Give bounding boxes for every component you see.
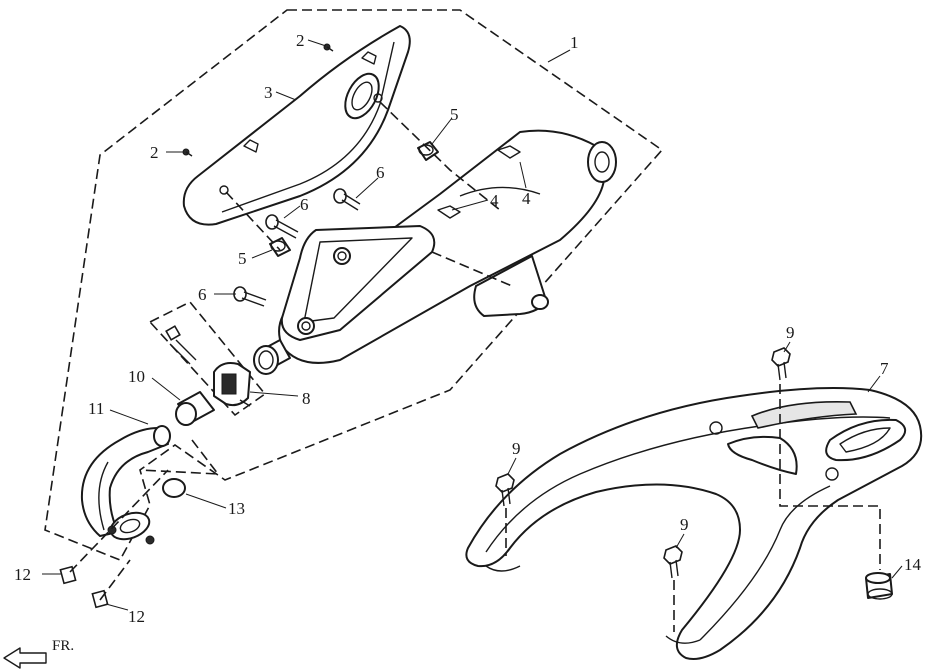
carrier-spacer	[865, 572, 893, 600]
callout-9-front: 9	[680, 515, 689, 534]
alignment-line-pipe	[69, 469, 169, 601]
bolt-lower	[233, 286, 267, 307]
callout-12-lower: 12	[128, 607, 145, 626]
mounting-tab-upper	[497, 145, 521, 159]
callout-9-left: 9	[512, 439, 521, 458]
o-ring	[162, 478, 186, 498]
callout-6-lower: 6	[198, 285, 207, 304]
rear-carrier	[465, 387, 923, 660]
callout-4-upper: 4	[522, 189, 531, 208]
front-direction-indicator: FR.	[3, 638, 74, 669]
exhaust-clamp	[213, 362, 251, 407]
clamp-bolt	[165, 325, 197, 365]
bolt-middle	[265, 214, 299, 239]
callout-2-upper: 2	[296, 31, 305, 50]
screw-lower	[182, 148, 193, 157]
collar-upper	[417, 141, 439, 161]
alignment-line-muffler	[225, 101, 513, 287]
clamp-subassembly-boundary	[148, 300, 267, 417]
callout-10: 10	[128, 367, 145, 386]
callout-3: 3	[264, 83, 273, 102]
heat-shield	[182, 25, 411, 226]
callout-1: 1	[570, 33, 579, 52]
callout-11: 11	[88, 399, 104, 418]
callout-8: 8	[302, 389, 311, 408]
leader-lines	[42, 39, 903, 611]
callout-4-lower: 4	[490, 191, 499, 210]
front-label: FR.	[52, 638, 74, 654]
screw-upper	[323, 43, 334, 52]
front-arrow-icon	[3, 647, 47, 669]
callout-14: 14	[904, 555, 922, 574]
mounting-tab-lower	[437, 205, 461, 219]
carrier-bolt-rear	[771, 347, 791, 381]
callout-7: 7	[880, 359, 889, 378]
exhaust-pipe	[80, 425, 171, 537]
callout-12-upper: 12	[14, 565, 31, 584]
muffler-assembly-boundary	[44, 9, 664, 562]
bolt-upper	[333, 188, 361, 211]
callout-6-upper: 6	[376, 163, 385, 182]
muffler-body	[253, 129, 617, 375]
carrier-bolt-front	[663, 545, 683, 579]
callout-13: 13	[228, 499, 245, 518]
gasket-sleeve	[175, 391, 215, 426]
callout-5-upper: 5	[450, 105, 459, 124]
callout-5-lower: 5	[238, 249, 247, 268]
exhaust-flange	[107, 511, 155, 545]
callout-9-rear: 9	[786, 323, 795, 342]
alignment-line-clamp	[139, 439, 220, 475]
callout-2-lower: 2	[150, 143, 159, 162]
callout-6-middle: 6	[300, 195, 309, 214]
alignment-line-carrier	[505, 384, 881, 632]
collar-lower	[269, 237, 291, 257]
